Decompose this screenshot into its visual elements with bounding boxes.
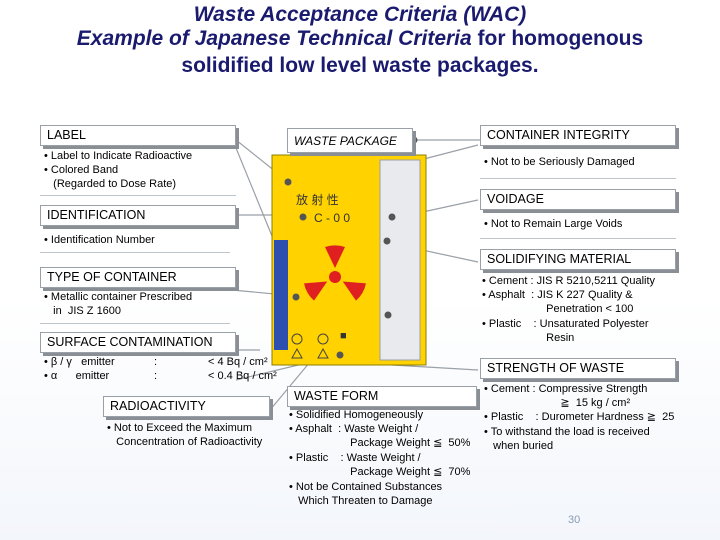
solidifying-item-4: • Plastic : Unsaturated Polyester <box>482 318 649 330</box>
drum-mark-glyph: ■ <box>340 330 347 342</box>
waste-package-label: WASTE PACKAGE <box>287 128 413 153</box>
label-header: LABEL <box>40 125 236 146</box>
waste-form-item-7: Which Threaten to Damage <box>289 495 433 507</box>
container-type-header: TYPE OF CONTAINER <box>40 267 236 288</box>
strength-item-1: • Cement : Compressive Strength <box>484 383 648 395</box>
mark-circle-2 <box>317 333 329 345</box>
contamination-row-2-sep: : <box>154 370 158 382</box>
drum-id-code: C - 0 0 <box>314 211 351 225</box>
title-line-3: solidified low level waste packages. <box>181 54 539 77</box>
waste-form-item-3: Package Weight ≦ 50% <box>289 437 471 449</box>
radioactivity-item-2: Concentration of Radioactivity <box>107 436 263 448</box>
waste-form-item-5: Package Weight ≦ 70% <box>289 466 471 478</box>
radioactivity-item-1: • Not to Exceed the Maximum <box>107 422 253 434</box>
container-type-item-2: in JIS Z 1600 <box>44 305 122 317</box>
strength-item-5: when buried <box>484 440 554 452</box>
strength-item-4: • To withstand the load is received <box>484 426 650 438</box>
voidage-header: VOIDAGE <box>480 189 676 210</box>
drum-kanji-label: 放 射 性 <box>296 193 339 207</box>
radioactivity-header: RADIOACTIVITY <box>103 396 270 417</box>
waste-form-item-4: • Plastic : Waste Weight / <box>289 452 421 464</box>
colored-band <box>274 240 288 350</box>
voidage-divider <box>480 238 676 239</box>
solidifying-header: SOLIDIFYING MATERIAL <box>480 249 676 270</box>
radiation-trefoil-icon <box>304 245 366 301</box>
container-integrity-divider <box>480 178 676 179</box>
strength-item-3: • Plastic : Durometer Hardness ≧ 25 <box>484 411 675 423</box>
contamination-row-1-label: • β / γ emitter <box>44 356 115 368</box>
identification-divider <box>40 252 230 253</box>
solidifying-item-3: Penetration < 100 <box>482 303 634 315</box>
voidage-item-1: • Not to Remain Large Voids <box>484 218 623 230</box>
label-item-1: • Label to Indicate Radioactive <box>44 150 193 162</box>
strength-header: STRENGTH OF WASTE <box>480 358 676 379</box>
identification-header: IDENTIFICATION <box>40 205 236 226</box>
strength-item-2: ≧ 15 kg / cm² <box>484 397 631 409</box>
contamination-header: SURFACE CONTAMINATION <box>40 332 236 353</box>
mark-triangle-1 <box>291 347 303 359</box>
title-line-2: Example of Japanese Technical Criteria f… <box>0 28 720 50</box>
container-integrity-header: CONTAINER INTEGRITY <box>480 125 676 146</box>
container-type-item-1: • Metallic container Prescribed <box>44 291 193 303</box>
title-line-2a: Example of Japanese Technical Criteria <box>76 27 472 50</box>
label-item-3: (Regarded to Dose Rate) <box>44 178 177 190</box>
mark-circle-1 <box>291 333 303 345</box>
drum-cutaway <box>379 159 421 361</box>
solidifying-item-5: Resin <box>482 332 575 344</box>
solidifying-item-1: • Cement : JIS R 5210,5211 Quality <box>482 275 656 287</box>
identification-item-1: • Identification Number <box>44 234 155 246</box>
contamination-row-2-value: < 0.4 Bq / cm² <box>208 370 277 382</box>
label-divider <box>40 195 236 196</box>
contamination-row-1-value: < 4 Bq / cm² <box>208 356 268 368</box>
waste-form-item-6: • Not be Contained Substances <box>289 481 443 493</box>
page-number: 30 <box>568 514 581 526</box>
title-line-1: Waste Acceptance Criteria (WAC) <box>193 3 527 26</box>
title-line-2b: for homogenous <box>471 27 644 50</box>
contamination-row-2-label: • α emitter <box>44 370 110 382</box>
container-integrity-item-1: • Not to be Seriously Damaged <box>484 156 635 168</box>
mark-triangle-2 <box>317 347 329 359</box>
contamination-row-1-sep: : <box>154 356 158 368</box>
solidifying-item-2: • Asphalt : JIS K 227 Quality & <box>482 289 633 301</box>
waste-form-header: WASTE FORM <box>287 386 477 407</box>
waste-form-item-1: • Solidified Homogeneously <box>289 409 424 421</box>
waste-form-item-2: • Asphalt : Waste Weight / <box>289 423 419 435</box>
container-type-divider <box>40 323 230 324</box>
label-item-2: • Colored Band <box>44 164 119 176</box>
